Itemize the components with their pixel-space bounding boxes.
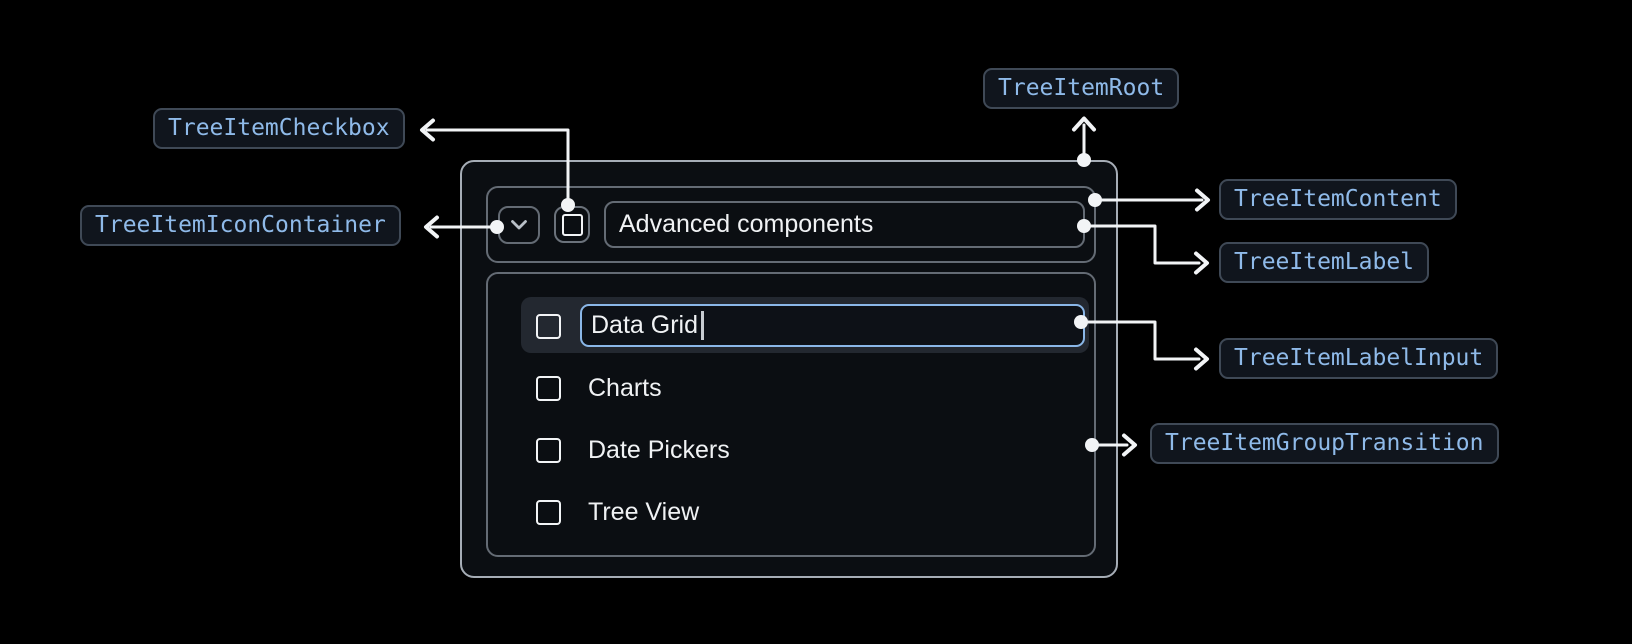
tree-item-row-date-pickers[interactable]: Date Pickers [536, 437, 730, 463]
arrowhead-left-icon [420, 118, 435, 142]
arrowhead-right-icon [1122, 433, 1137, 457]
row-checkbox-icon[interactable] [536, 314, 561, 339]
tree-item-label: Advanced components [604, 201, 1085, 248]
row-checkbox-icon[interactable] [536, 437, 561, 463]
row-label: Tree View [588, 498, 700, 526]
tree-item-row-charts[interactable]: Charts [536, 375, 662, 401]
row-checkbox-icon[interactable] [536, 499, 561, 525]
tree-item-group-transition: Data Grid Charts Date Pickers Tree View [486, 272, 1096, 557]
tree-item-content[interactable]: Advanced components [486, 186, 1096, 263]
row-label: Date Pickers [588, 436, 730, 464]
arrowhead-up-icon [1072, 116, 1096, 132]
parent-item-label: Advanced components [619, 210, 874, 238]
arrowhead-right-icon [1194, 347, 1209, 371]
row-checkbox-icon[interactable] [536, 375, 561, 401]
arrowhead-right-icon [1195, 188, 1210, 212]
badge-tree-item-label: TreeItemLabel [1219, 242, 1430, 283]
text-cursor [700, 311, 704, 340]
tree-item-root: Advanced components Data Grid Charts Dat… [460, 160, 1118, 578]
tree-item-label-input[interactable]: Data Grid [580, 304, 1085, 347]
label-input-value: Data Grid [591, 311, 698, 339]
badge-tree-item-root: TreeItemRoot [983, 68, 1180, 109]
arrowhead-left-icon [424, 215, 439, 239]
row-label: Charts [588, 374, 662, 402]
badge-tree-item-group-transition: TreeItemGroupTransition [1150, 423, 1499, 464]
badge-tree-item-content: TreeItemContent [1219, 179, 1457, 220]
tree-item-editing-row[interactable]: Data Grid [521, 297, 1089, 353]
badge-tree-item-label-input: TreeItemLabelInput [1219, 338, 1499, 379]
arrowhead-right-icon [1194, 251, 1209, 275]
tree-item-row-tree-view[interactable]: Tree View [536, 499, 699, 525]
checkbox-unchecked-icon [561, 213, 583, 236]
chevron-down-icon [511, 219, 527, 229]
badge-tree-item-checkbox: TreeItemCheckbox [153, 108, 405, 149]
tree-item-checkbox[interactable] [554, 206, 590, 243]
badge-tree-item-icon-container: TreeItemIconContainer [80, 205, 401, 246]
tree-item-icon-container[interactable] [498, 205, 540, 244]
